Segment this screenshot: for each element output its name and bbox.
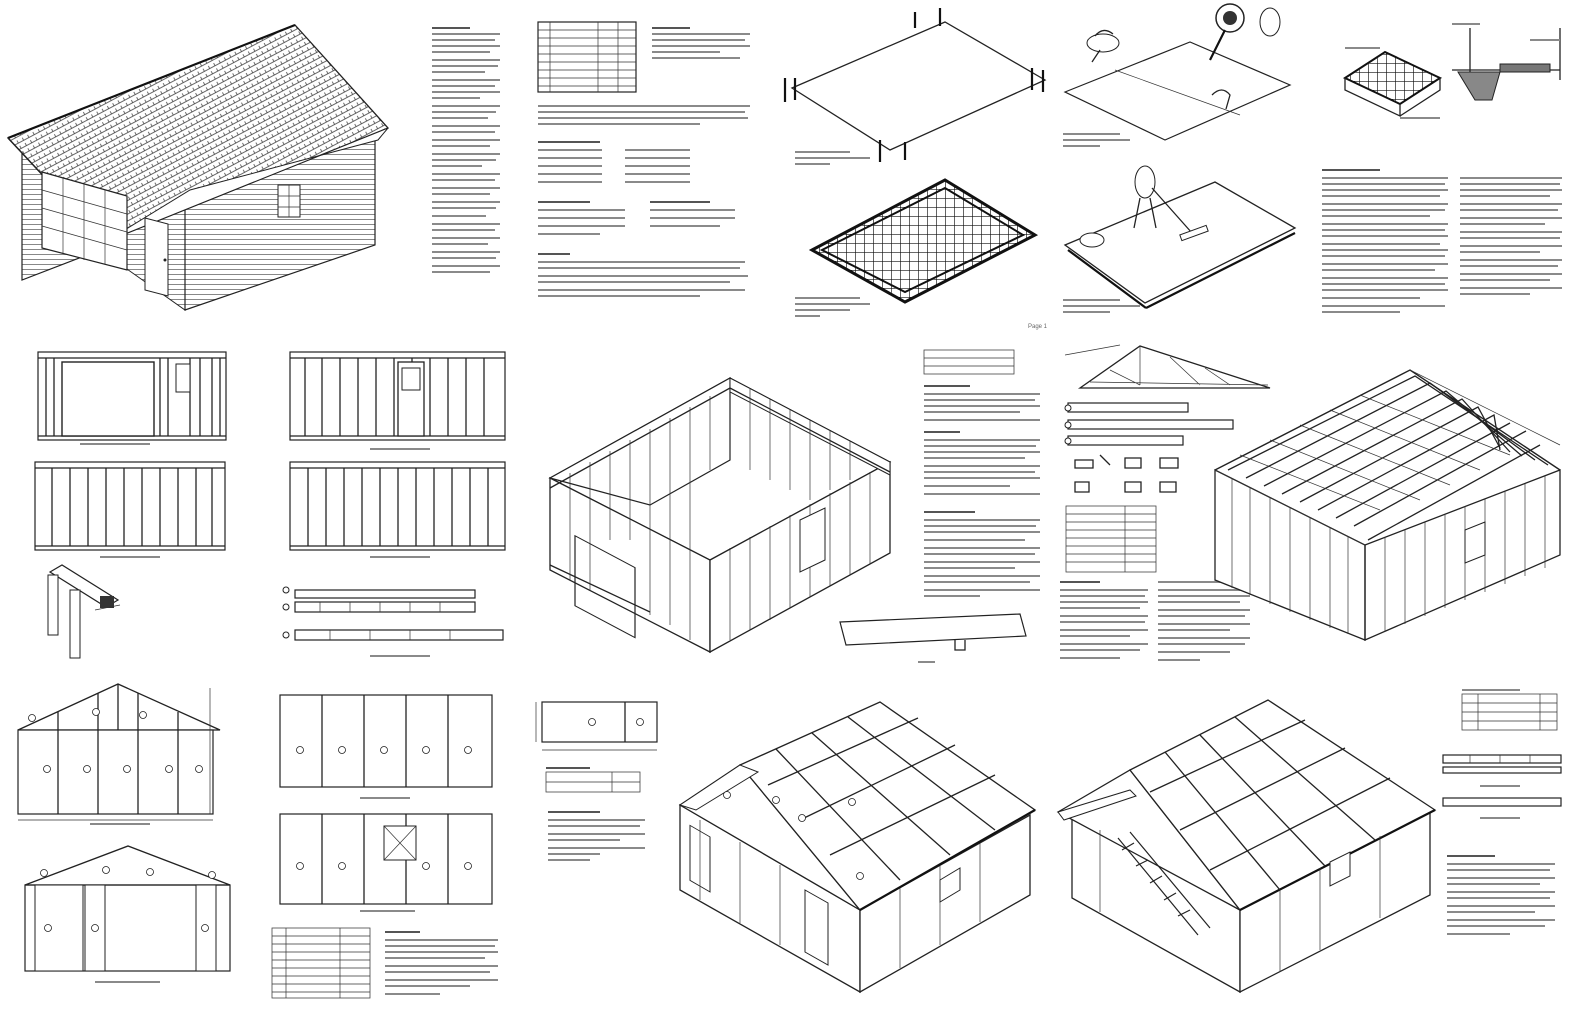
roof-shingling-3d xyxy=(1056,699,1437,994)
slab-section-detail xyxy=(1342,23,1561,119)
screeding-slab xyxy=(1063,165,1297,313)
door-elevation xyxy=(535,701,658,861)
foundation-layout xyxy=(783,8,1047,165)
concrete-pour xyxy=(1063,3,1292,147)
corner-detail xyxy=(47,564,121,659)
instructions-column-right xyxy=(1322,169,1562,313)
slab-reinforcement xyxy=(795,178,1039,317)
instructions-column-1 xyxy=(432,27,500,273)
roof-sheathing-3d xyxy=(678,701,1037,994)
gable-framing xyxy=(17,683,231,983)
materials-tables xyxy=(537,21,750,297)
roof-framing-3d xyxy=(1214,369,1561,641)
wall-sheathing xyxy=(271,694,498,999)
header-details xyxy=(282,586,504,657)
wall-framing-3d xyxy=(548,376,892,654)
wall-framing-elevations xyxy=(34,351,506,558)
soffit-details xyxy=(1442,689,1562,935)
truss-detail xyxy=(1060,344,1271,661)
page-label: Page 1 xyxy=(1028,324,1048,330)
garage-3d-render xyxy=(6,23,390,311)
rafter-cut-detail xyxy=(839,613,1027,663)
instructions-column-center xyxy=(923,349,1040,597)
